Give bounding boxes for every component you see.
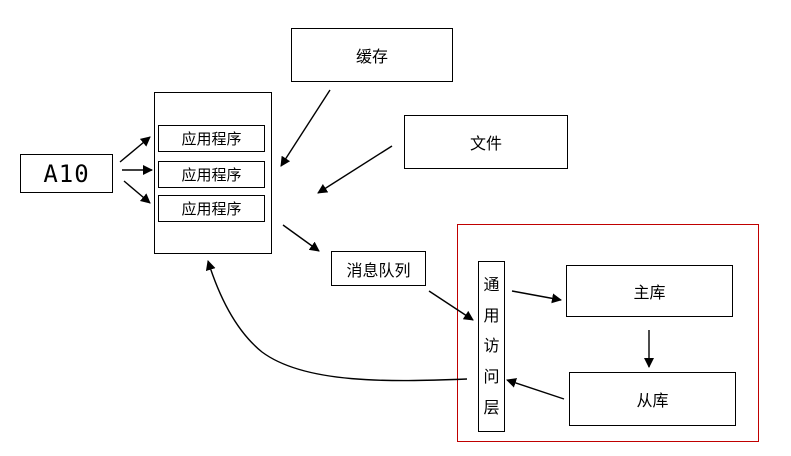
app-node-3-label: 应用程序 xyxy=(181,200,242,218)
access-layer-char-1: 通 xyxy=(483,274,500,294)
a10-node: A10 xyxy=(20,154,113,193)
access-layer-char-2: 用 xyxy=(483,305,500,325)
app-node-1: 应用程序 xyxy=(158,125,265,152)
app-node-2: 应用程序 xyxy=(158,161,265,188)
arrow-access-to-apps-return xyxy=(205,260,468,382)
app-node-2-label: 应用程序 xyxy=(181,166,242,184)
app-node-1-label: 应用程序 xyxy=(181,130,242,148)
file-node: 文件 xyxy=(404,115,568,169)
message-queue-label: 消息队列 xyxy=(346,260,411,280)
access-layer-node: 通 用 访 问 层 xyxy=(478,261,505,432)
arrow-file-to-apps xyxy=(317,145,393,194)
primary-db-node: 主库 xyxy=(566,265,733,317)
cache-label: 缓存 xyxy=(355,47,388,66)
replica-db-label: 从库 xyxy=(636,391,669,410)
message-queue-node: 消息队列 xyxy=(331,251,426,286)
a10-label: A10 xyxy=(43,159,90,188)
arrow-mq-to-access-layer xyxy=(428,290,474,321)
app-node-3: 应用程序 xyxy=(158,195,265,222)
arrow-apps-to-mq xyxy=(282,224,320,252)
access-layer-char-3: 访 xyxy=(483,336,500,356)
primary-db-label: 主库 xyxy=(633,283,666,302)
arrow-cache-to-apps xyxy=(280,89,331,167)
arrow-replica-to-access xyxy=(506,378,565,400)
arrow-a10-to-app-3 xyxy=(123,180,151,204)
replica-db-node: 从库 xyxy=(569,372,736,426)
arrow-access-to-primary xyxy=(511,290,562,304)
arrow-a10-to-app-1 xyxy=(119,136,151,163)
access-layer-char-5: 层 xyxy=(483,398,500,418)
access-layer-char-4: 问 xyxy=(483,367,500,387)
cache-node: 缓存 xyxy=(291,28,453,82)
database-region-frame xyxy=(457,224,759,442)
file-label: 文件 xyxy=(469,134,502,153)
